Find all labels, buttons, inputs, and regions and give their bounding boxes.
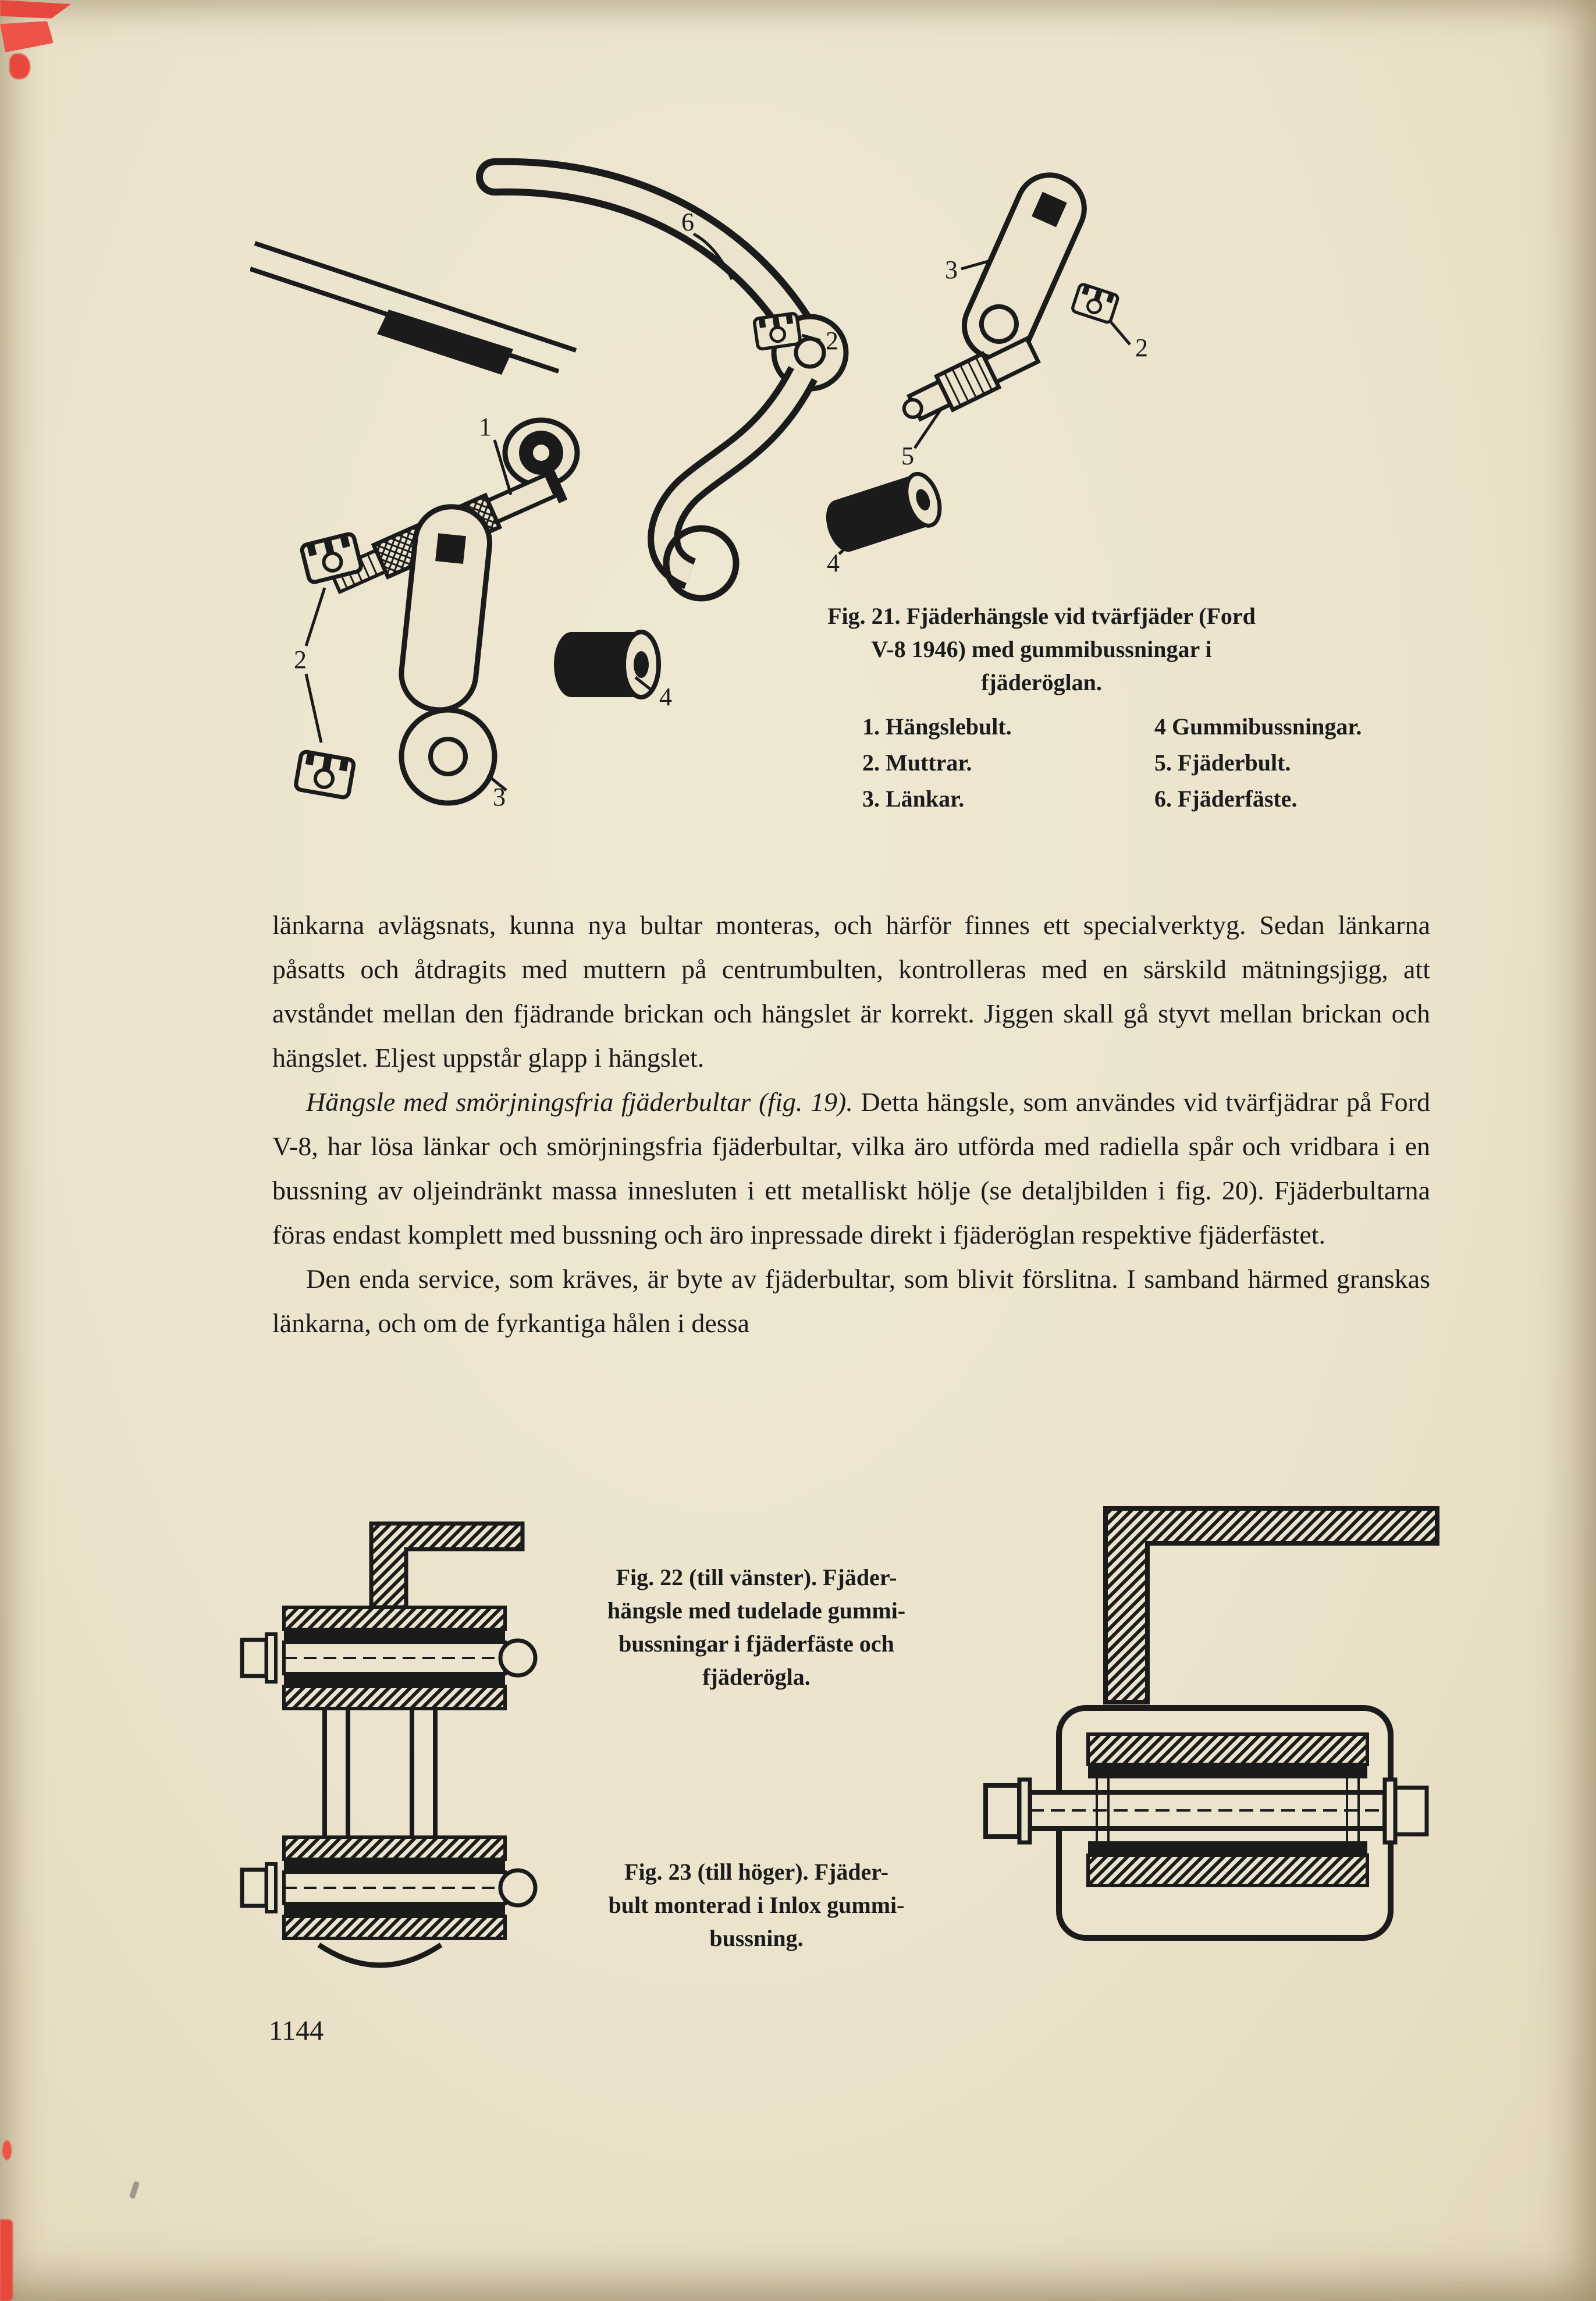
callout-2-left: 2 <box>294 645 307 674</box>
page-number: 1144 <box>269 2015 324 2046</box>
figure23-illustration <box>977 1501 1443 2002</box>
figure22-drawing <box>232 1521 569 1968</box>
figure22-illustration <box>232 1520 569 1988</box>
callout-3-lower: 3 <box>493 783 506 811</box>
scan-artifact-bottom-dot <box>2 2140 12 2160</box>
scan-artifact-top-3 <box>9 54 30 79</box>
figure23-drawing <box>983 1506 1439 1941</box>
legend-item: 1. Hängslebult. <box>862 713 1012 740</box>
legend-item: 4 Gummibussningar. <box>1154 713 1362 740</box>
caption-line: Fig. 23 (till höger). Fjäder- <box>624 1859 888 1885</box>
figure21-drawing: 6 3 2 2 1 5 4 4 2 3 <box>250 158 1148 811</box>
figure21-legend-right: 4 Gummibussningar. 5. Fjäderbult. 6. Fjä… <box>1154 709 1362 817</box>
callout-4-upper: 4 <box>827 549 840 577</box>
legend-item: 2. Muttrar. <box>862 750 972 776</box>
caption-line: bult monterad i Inlox gummi- <box>608 1892 905 1918</box>
scan-artifact-top-2 <box>0 21 54 52</box>
paragraph-2: Hängsle med smörjningsfria fjäderbultar … <box>272 1080 1430 1257</box>
figure21-caption: Fig. 21. Fjäderhängsle vid tvärfjäder (F… <box>791 599 1292 699</box>
callout-6: 6 <box>681 208 694 236</box>
callout-1: 1 <box>479 413 492 441</box>
caption-line: hängsle med tudelade gummi- <box>607 1597 906 1624</box>
paragraph-3: Den enda service, som kräves, är byte av… <box>272 1264 1430 1338</box>
paragraph-2-rest: Detta hängsle, som användes vid tvärfjäd… <box>272 1087 1430 1249</box>
callout-5: 5 <box>901 442 914 470</box>
paragraph-2-lead: Hängsle med smörjningsfria fjäderbultar … <box>306 1087 853 1117</box>
scan-artifact-top-1 <box>0 0 71 19</box>
legend-item: 3. Länkar. <box>862 786 965 812</box>
callout-3-upper: 3 <box>945 255 958 284</box>
pencil-mark <box>129 2181 140 2199</box>
figure23-caption: Fig. 23 (till höger). Fjäder- bult monte… <box>593 1855 919 1955</box>
callout-2-right: 2 <box>1135 333 1148 362</box>
caption-line: bussning. <box>709 1925 804 1951</box>
caption-line: Fig. 21. Fjäderhängsle vid tvärfjäder (F… <box>827 603 1256 629</box>
caption-line: V-8 1946) med gummibussningar i <box>871 636 1212 662</box>
body-text: länkarna avlägsnats, kunna nya bultar mo… <box>272 903 1430 1345</box>
callout-4-lower: 4 <box>659 683 672 711</box>
figure21-illustration: 6 3 2 2 1 5 4 4 2 3 <box>250 157 1199 890</box>
callout-leaders <box>304 232 1131 791</box>
caption-line: fjäderögla. <box>702 1664 811 1690</box>
scan-artifact-bottom-bar <box>0 2220 13 2301</box>
caption-line: Fig. 22 (till vänster). Fjäder- <box>616 1564 897 1590</box>
caption-line: fjäderöglan. <box>981 669 1102 695</box>
figure21-legend-left: 1. Hängslebult. 2. Muttrar. 3. Länkar. <box>862 709 1012 817</box>
legend-item: 5. Fjäderbult. <box>1154 750 1291 776</box>
paragraph-1: länkarna avlägsnats, kunna nya bultar mo… <box>272 910 1430 1073</box>
legend-item: 6. Fjäderfäste. <box>1154 786 1298 812</box>
callout-2-middle: 2 <box>826 326 838 355</box>
caption-line: bussningar i fjäderfäste och <box>619 1631 894 1657</box>
figure22-caption: Fig. 22 (till vänster). Fjäder- hängsle … <box>593 1561 919 1693</box>
